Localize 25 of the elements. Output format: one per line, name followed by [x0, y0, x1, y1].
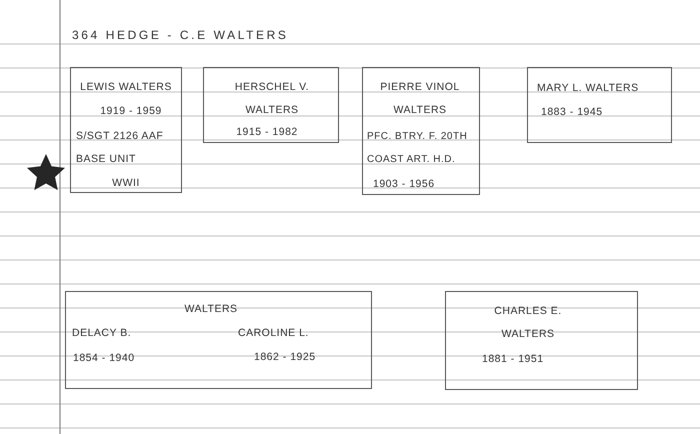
- grave-entry-box: [362, 67, 480, 195]
- grave-entry-box: [65, 291, 372, 389]
- name-text: MARY L. WALTERS: [537, 81, 639, 96]
- grave-entry-box: [445, 291, 638, 390]
- grave-entry-box: [70, 67, 182, 193]
- dates-text: 1881 - 1951: [482, 352, 544, 367]
- grave-entry-box: [527, 67, 672, 143]
- dates-text: 1862 - 1925: [254, 350, 316, 365]
- inscription-text: WWII: [112, 176, 140, 191]
- name-text: CHARLES E. WALTERS: [494, 304, 562, 342]
- name-text: DELACY B.: [72, 326, 132, 341]
- name-text: LEWIS WALTERS: [80, 80, 172, 95]
- dates-text: 1903 - 1956: [373, 177, 435, 192]
- name-text: CAROLINE L.: [238, 326, 309, 341]
- dates-text: 1883 - 1945: [541, 105, 603, 120]
- grave-entry-box: [203, 67, 339, 143]
- name-text: PIERRE VINOL WALTERS: [380, 80, 460, 118]
- title-text: 364 HEDGE - C.E WALTERS: [72, 27, 289, 44]
- inscription-text: S/SGT 2126 AAF BASE UNIT: [76, 128, 164, 166]
- heading-text: WALTERS: [184, 302, 238, 317]
- dates-text: 1915 - 1982: [236, 125, 298, 140]
- inscription-text: PFC. BTRY. F. 20TH COAST ART. H.D.: [367, 130, 468, 166]
- dates-text: 1854 - 1940: [73, 351, 135, 366]
- dates-text: 1919 - 1959: [100, 104, 162, 119]
- name-text: HERSCHEL V. WALTERS: [234, 80, 310, 118]
